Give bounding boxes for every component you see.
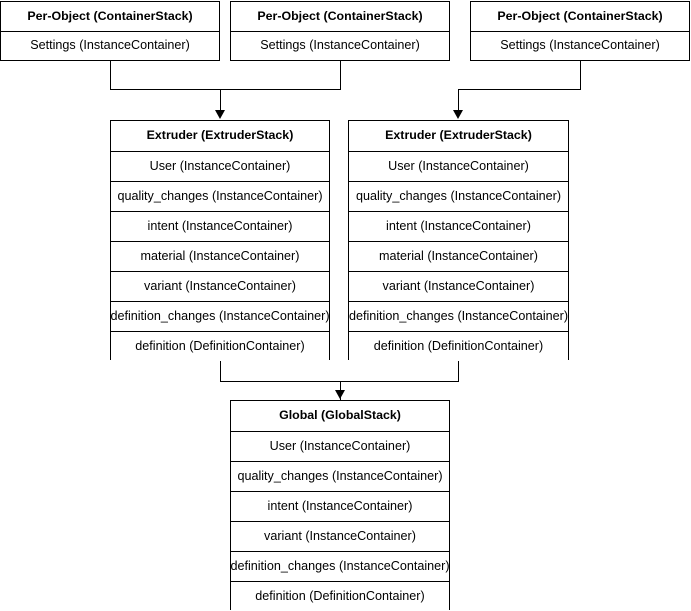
- node-per-object-3-header: Per-Object (ContainerStack): [471, 2, 689, 31]
- node-per-object-3[interactable]: Per-Object (ContainerStack) Settings (In…: [470, 1, 690, 61]
- arrowhead-extruder-1: [215, 110, 225, 119]
- node-extruder-1-row-material: material (InstanceContainer): [111, 241, 329, 271]
- node-global-stack-row-variant: variant (InstanceContainer): [231, 521, 449, 551]
- node-per-object-2-header: Per-Object (ContainerStack): [231, 2, 449, 31]
- connector-bar-extruder-1: [110, 89, 340, 90]
- node-extruder-2-row-variant: variant (InstanceContainer): [349, 271, 568, 301]
- node-per-object-2-row-settings: Settings (InstanceContainer): [231, 31, 449, 59]
- node-per-object-2[interactable]: Per-Object (ContainerStack) Settings (In…: [230, 1, 450, 61]
- node-global-stack[interactable]: Global (GlobalStack) User (InstanceConta…: [230, 400, 450, 611]
- connector-po3-stem: [580, 61, 581, 90]
- connector-bar-extruder-2: [458, 89, 580, 90]
- node-extruder-2-header: Extruder (ExtruderStack): [349, 121, 568, 151]
- node-global-stack-row-definition: definition (DefinitionContainer): [231, 581, 449, 611]
- node-extruder-2-row-material: material (InstanceContainer): [349, 241, 568, 271]
- node-extruder-1-row-definition: definition (DefinitionContainer): [111, 331, 329, 361]
- connector-extruder-2-stem: [458, 360, 459, 382]
- connector-po1-stem: [110, 61, 111, 90]
- node-per-object-1[interactable]: Per-Object (ContainerStack) Settings (In…: [0, 1, 220, 61]
- node-per-object-1-row-settings: Settings (InstanceContainer): [1, 31, 219, 59]
- node-extruder-1-row-user: User (InstanceContainer): [111, 151, 329, 181]
- node-extruder-2-row-intent: intent (InstanceContainer): [349, 211, 568, 241]
- node-per-object-3-row-settings: Settings (InstanceContainer): [471, 31, 689, 59]
- node-extruder-1-header: Extruder (ExtruderStack): [111, 121, 329, 151]
- arrowhead-extruder-2: [453, 110, 463, 119]
- arrowhead-global: [335, 390, 345, 399]
- node-extruder-2[interactable]: Extruder (ExtruderStack) User (InstanceC…: [348, 120, 569, 361]
- node-extruder-1-row-intent: intent (InstanceContainer): [111, 211, 329, 241]
- node-extruder-1-row-definition-changes: definition_changes (InstanceContainer): [110, 301, 330, 331]
- connector-drop-extruder-1: [220, 89, 221, 111]
- node-extruder-1-row-quality-changes: quality_changes (InstanceContainer): [111, 181, 329, 211]
- connector-drop-extruder-2: [458, 89, 459, 111]
- node-global-stack-row-intent: intent (InstanceContainer): [231, 491, 449, 521]
- node-global-stack-row-user: User (InstanceContainer): [231, 431, 449, 461]
- connector-po2-stem: [340, 61, 341, 90]
- node-extruder-2-row-quality-changes: quality_changes (InstanceContainer): [349, 181, 568, 211]
- node-extruder-1[interactable]: Extruder (ExtruderStack) User (InstanceC…: [110, 120, 330, 361]
- node-per-object-1-header: Per-Object (ContainerStack): [1, 2, 219, 31]
- node-extruder-1-row-variant: variant (InstanceContainer): [111, 271, 329, 301]
- node-extruder-2-row-user: User (InstanceContainer): [349, 151, 568, 181]
- node-extruder-2-row-definition: definition (DefinitionContainer): [349, 331, 568, 361]
- node-global-stack-row-quality-changes: quality_changes (InstanceContainer): [231, 461, 449, 491]
- connector-bar-global: [220, 381, 459, 382]
- connector-extruder-1-stem: [220, 360, 221, 382]
- node-global-stack-row-definition-changes: definition_changes (InstanceContainer): [230, 551, 450, 581]
- node-extruder-2-row-definition-changes: definition_changes (InstanceContainer): [349, 301, 568, 331]
- node-global-stack-header: Global (GlobalStack): [231, 401, 449, 431]
